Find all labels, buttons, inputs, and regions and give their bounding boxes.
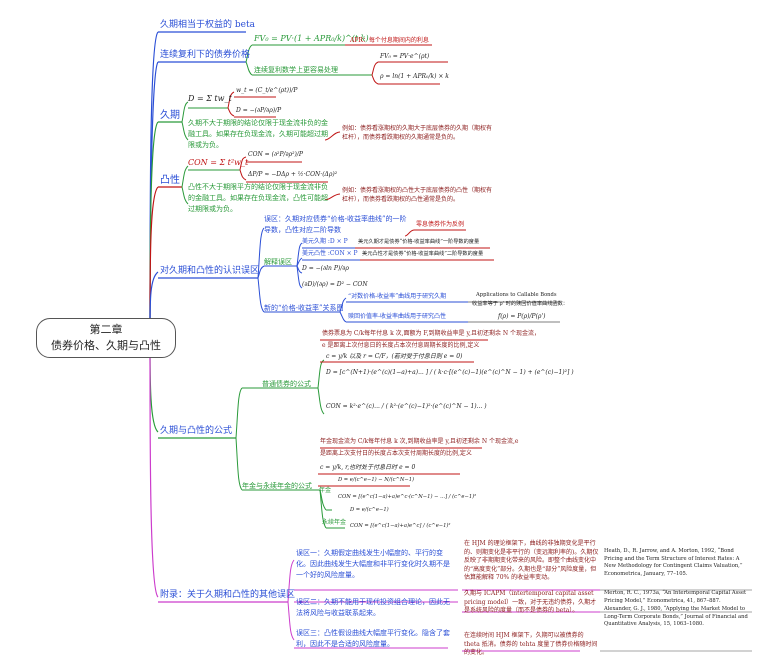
- explain-label[interactable]: 解释误区: [264, 258, 292, 266]
- branch-beta-label[interactable]: 久期相当于权益的 beta: [160, 20, 255, 30]
- branch-continuous-price-label[interactable]: 连续复利下的债券价格: [160, 50, 251, 60]
- branch-misconception-label[interactable]: 对久期和凸性的认识误区: [160, 266, 260, 276]
- appendix-ref-alexander: Alexander, G. J., 1980, “Applying the Ma…: [604, 606, 748, 627]
- dollar-convexity-note: 美元凸性才是债券“价格-收益率曲线”二阶导数的度量: [362, 251, 484, 257]
- root-node[interactable]: 第二章 债券价格、久期与凸性: [36, 318, 176, 358]
- formula-convexity-sum: CON = Σ t²w_t: [188, 158, 249, 167]
- formula-annuity-duration: D = e/(c^e−1) − N/(c^N−1): [338, 477, 415, 483]
- appendix-misconception-2: 误区二：久期不能用于现代投资组合理论，因此无法将风险与收益联系起来。: [296, 598, 450, 617]
- root-line1: 第二章: [89, 323, 123, 336]
- formula-rho: ρ = ln(1 + APR₀/k) × k: [380, 73, 449, 80]
- appendix-note-3: 在连续时间 HJM 框架下，久期可以被债券的 theta 抵消。债券的 teht…: [464, 632, 598, 656]
- apr-note: APR：每个付息期间内的利息: [350, 37, 429, 44]
- log-price-curve: “对数价格-收益率”曲线用于研究久期: [348, 293, 447, 300]
- branch-convexity-label[interactable]: 凸性: [160, 175, 180, 186]
- formula-weight: w_t = (C_t/e^(ρt))/P: [236, 87, 298, 94]
- perpetuity-label[interactable]: 永续年金: [322, 519, 347, 526]
- misconception-derivative: 误区：久期对应债券“价格-收益率曲线”的一阶导数，凸性对应二阶导数: [264, 215, 407, 234]
- annuity-desc1: 年金现金流为 C/k每年付息 k 次,到期收益率是 y,且初还剩余 N 个现金流…: [320, 438, 519, 445]
- formula-pv: FV₀ = PV·(1 + APR₀/k)^(t·k): [254, 34, 369, 43]
- formula-perpetuity-convexity: CON = [(e^c(1−a)+a)e^c] / (c^e−1)²: [350, 523, 451, 529]
- appendix-ref-hjm: Heath, D., R. Jarrow, and A. Morton, 199…: [604, 548, 743, 577]
- general-desc2: e 是距离上次付息日的长度占本次付息周期长度的比例,定义: [322, 342, 480, 349]
- dollar-duration: 美元久期 :D × P: [302, 238, 348, 245]
- appendix-note-2: 久期与 ICAPM（intertemporal capital asset pr…: [464, 590, 597, 614]
- dollar-convexity: 美元凸性 :CON × P: [302, 250, 358, 257]
- duration-example: 例如：债券看涨期权的久期大于底层债券的久期（期权有杠杆），而债券看跌期权的久期通…: [342, 125, 493, 141]
- formula-general-duration: D = [c^(N+1)·(e^(c)(1−a)+a)... ] / ( k·c…: [326, 369, 574, 376]
- dollar-duration-note: 美元久期才是债券“价格-收益率曲线”一阶导数的度量: [358, 239, 480, 245]
- formula-duration-change: (∂D)/(∂ρ) = D² − CON: [302, 281, 368, 288]
- appendix-misconception-3: 误区三：凸性假设曲线大幅度平行变化。隐含了套利，因此不是合适的风险度量。: [296, 629, 450, 648]
- convexity-desc: 凸性不大于期限平方的结论仅限于现金流非负的金融工具。如果存在负现金流，凸性可能超…: [188, 183, 328, 213]
- continuous-sub: 连续复利数学上更容易处理: [254, 66, 338, 74]
- callable-bonds-ref: Applications to Callable Bonds: [476, 292, 557, 298]
- formula-price-approx: ΔP/P ≈ −DΔρ + ½·CON·(Δρ)²: [248, 171, 338, 178]
- branch-duration-label[interactable]: 久期: [160, 110, 180, 121]
- convexity-example: 例如：债券看涨期权的凸性大于底层债券的凸性（期权有杠杆），而债券看跌期权的凸性通…: [342, 187, 493, 203]
- general-bond-label[interactable]: 普通债券的公式: [262, 380, 311, 388]
- general-desc1: 债券票息为 C/k每年付息 k 次,面额为 F,到期收益率是 y,且初还剩余 N…: [322, 330, 541, 337]
- new-relation-label[interactable]: 新的“价格-收益率”关系图: [264, 304, 344, 312]
- formula-duration-deriv: D = −(∂P/∂ρ)/P: [236, 107, 282, 114]
- root-line2: 债券价格、久期与凸性: [51, 339, 161, 352]
- annuity-group-label[interactable]: 年金与永续年金的公式: [242, 482, 312, 490]
- formula-duration-sum: D = Σ tw_t: [188, 94, 232, 103]
- formula-convexity-deriv: CON = (∂²P/∂ρ²)/P: [248, 151, 303, 158]
- branch-formulas-label[interactable]: 久期与凸性的公式: [160, 426, 233, 436]
- appendix-misconception-1: 误区一：久期假定曲线发生小幅度的、平行的变化。因此曲线发生大幅度和非平行变化时久…: [296, 549, 450, 579]
- general-vars: c = y/k 以及 r = C/F，(若对受于付息日则 e = 0): [326, 353, 463, 360]
- formula-redemption: f(ρ) = P(ρ)/P(ρ'): [498, 313, 546, 320]
- annuity-vars: c = y/k, r,也时处于付息日时 e = 0: [320, 464, 416, 471]
- appendix-note-1: 在 HJM 的理论框架下，曲线的非独期变化是平行的、则期变化是非平行的（变远期利…: [464, 540, 599, 581]
- formula-fv-exp: FV₀ = PV·e^(ρt): [380, 53, 430, 60]
- formula-log-duration: D = −(∂ln P)/∂ρ: [302, 265, 349, 272]
- annuity-label[interactable]: 年金: [319, 487, 332, 494]
- formula-perpetuity-duration: D = e/(c^e−1): [350, 507, 389, 513]
- callable-bonds-ref2: 收益率等于 ρ' 时的赎回价值率曲线函数：: [472, 301, 568, 307]
- formula-annuity-convexity: CON = [(e^c(1−a)+a)e^c·(c^N−1) − ...] / …: [338, 494, 477, 500]
- annuity-desc2: 是距离上次支付日的长度占本次支付周期长度的比例,定义: [320, 450, 472, 457]
- redemption-curve: 赎回价值率-收益率曲线用于研究凸性: [348, 313, 447, 320]
- appendix-ref-merton: Merton, R. C., 1973a, “An Intertemporal …: [604, 590, 747, 604]
- branch-appendix-label[interactable]: 附录：关于久期和凸性的其他误区: [160, 590, 296, 600]
- formula-general-convexity: CON = k²·e^(c)... / ( k²·(e^(c)−1)²·(e^(…: [326, 403, 487, 410]
- duration-desc: 久期不大于期限的结论仅限于现金流非负的金融工具。如果存在负现金流，久期可能超过期…: [188, 119, 328, 149]
- zero-coupon-note: 零息债券作为反例: [416, 221, 465, 228]
